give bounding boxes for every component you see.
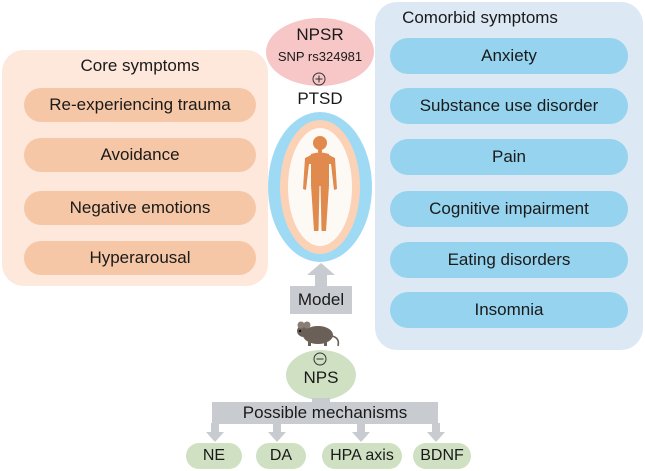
down-arrow-icon bbox=[206, 423, 224, 442]
nps-oval bbox=[286, 350, 356, 400]
nps-label: NPS bbox=[303, 368, 339, 387]
core-symptom-item: Negative emotions bbox=[24, 191, 256, 225]
model-label: Model bbox=[290, 286, 352, 314]
comorbid-symptom-item: Cognitive impairment bbox=[390, 191, 628, 227]
core-symptom-item: Re-experiencing trauma bbox=[24, 88, 256, 122]
circled-plus-icon bbox=[312, 72, 326, 86]
mechanisms-connector bbox=[312, 398, 330, 404]
mechanism-item: BDNF bbox=[413, 443, 471, 469]
mechanism-item: DA bbox=[256, 443, 306, 469]
comorbid-symptom-item: Substance use disorder bbox=[390, 88, 628, 124]
ptsd-label: PTSD bbox=[297, 89, 343, 108]
core-symptom-item: Hyperarousal bbox=[24, 241, 256, 275]
comorbid-symptom-item: Insomnia bbox=[390, 292, 628, 328]
up-arrow-icon bbox=[307, 263, 335, 288]
down-arrow-icon bbox=[352, 423, 370, 442]
npsr-label: NPSR bbox=[296, 25, 344, 44]
down-arrow-icon bbox=[427, 423, 445, 442]
possible-mechanisms-bar: Possible mechanisms bbox=[212, 402, 438, 424]
comorbid-symptoms-title: Comorbid symptoms bbox=[402, 8, 558, 27]
comorbid-symptom-item: Anxiety bbox=[390, 38, 628, 74]
human-body-icon bbox=[303, 136, 337, 231]
mouse-icon bbox=[297, 321, 340, 347]
core-symptoms-title: Core symptoms bbox=[80, 56, 200, 75]
npsr-oval bbox=[266, 18, 374, 86]
down-arrow-icon bbox=[268, 423, 286, 442]
snp-label: SNP rs324981 bbox=[277, 49, 363, 64]
comorbid-symptom-item: Eating disorders bbox=[390, 242, 628, 278]
mechanism-item: NE bbox=[186, 443, 242, 469]
comorbid-symptom-item: Pain bbox=[390, 139, 628, 175]
core-symptom-item: Avoidance bbox=[24, 138, 256, 172]
circled-minus-icon bbox=[313, 352, 327, 366]
mechanism-item: HPA axis bbox=[322, 443, 402, 469]
